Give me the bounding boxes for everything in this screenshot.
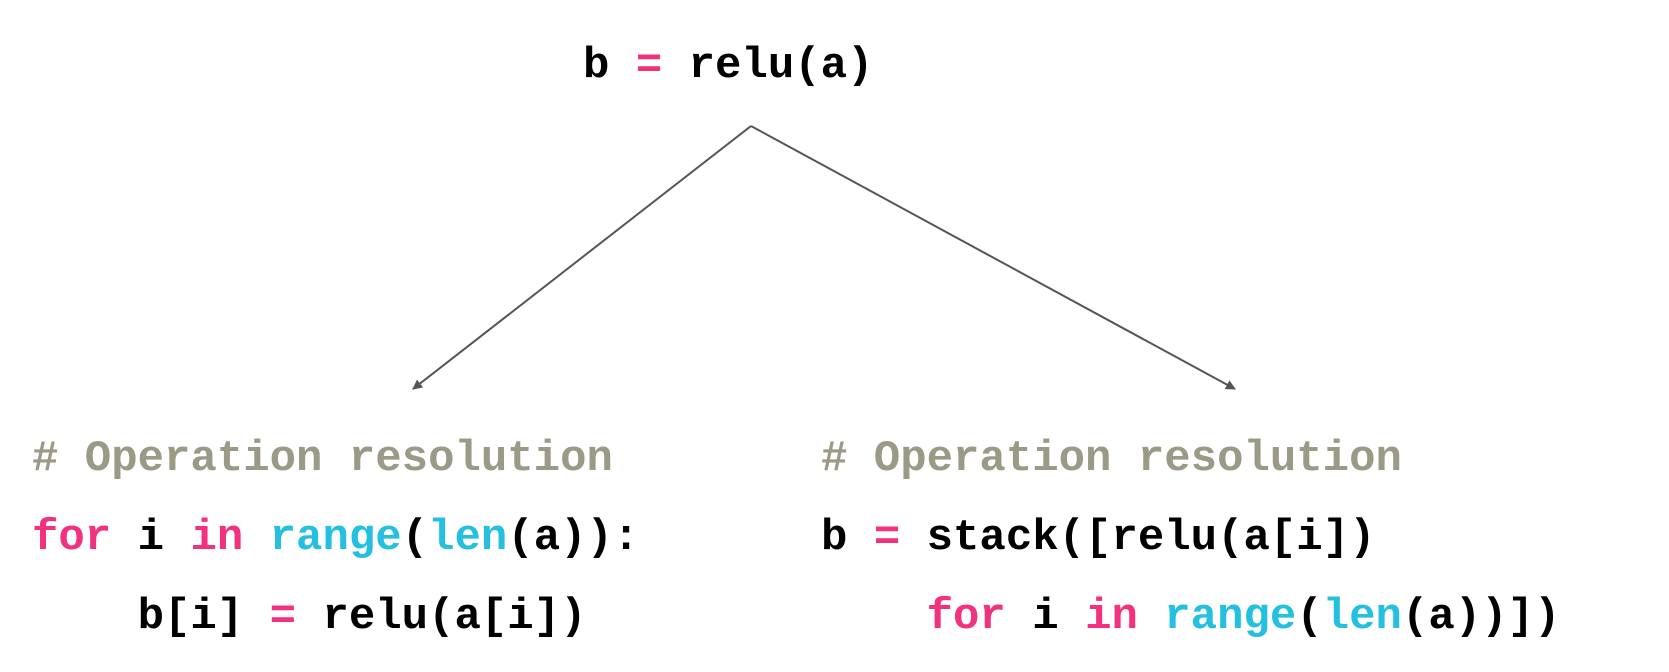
code-token-default <box>243 513 269 563</box>
code-token-default <box>821 592 927 642</box>
left-for-line: for i in range(len(a)): <box>32 516 639 560</box>
code-token-comment: # Operation resolution <box>32 434 613 484</box>
left-comment-line: # Operation resolution <box>32 437 613 481</box>
code-token-default: b[i] <box>32 592 270 642</box>
code-token-default <box>1138 592 1164 642</box>
top-expression: b = relu(a) <box>583 44 873 88</box>
code-token-keyword: in <box>1085 592 1138 642</box>
code-token-default: ( <box>1296 592 1323 642</box>
code-token-keyword: for <box>926 592 1006 642</box>
arrow-left <box>412 125 752 390</box>
code-token-builtin: len <box>428 513 508 563</box>
code-token-default: ( <box>401 513 429 563</box>
left-assign-line: b[i] = relu(a[i]) <box>32 595 587 639</box>
code-token-keyword: = <box>635 41 663 91</box>
code-token-builtin: range <box>269 513 402 563</box>
right-for-line: for i in range(len(a))]) <box>821 592 1561 642</box>
right-comment-line: # Operation resolution <box>821 437 1402 481</box>
code-token-keyword: in <box>190 513 244 563</box>
code-token-default: b <box>583 41 636 91</box>
code-token-default: (a)): <box>507 513 640 563</box>
arrow-right <box>750 125 1236 390</box>
code-token-default: (a))]) <box>1401 592 1561 642</box>
code-token-default: relu(a[i]) <box>296 592 587 642</box>
code-token-default: relu(a) <box>662 41 874 91</box>
code-token-builtin: range <box>1164 592 1297 642</box>
code-token-default: stack([relu(a[i]) <box>900 513 1376 563</box>
code-token-builtin: len <box>1322 592 1402 642</box>
code-token-default: i <box>1005 592 1086 642</box>
code-token-comment: # Operation resolution <box>821 434 1402 484</box>
code-token-keyword: = <box>873 513 901 563</box>
right-stack-line: b = stack([relu(a[i]) <box>821 516 1376 560</box>
code-token-keyword: = <box>269 592 297 642</box>
code-token-default: i <box>111 513 191 563</box>
code-token-default: b <box>821 513 874 563</box>
code-token-keyword: for <box>32 513 112 563</box>
